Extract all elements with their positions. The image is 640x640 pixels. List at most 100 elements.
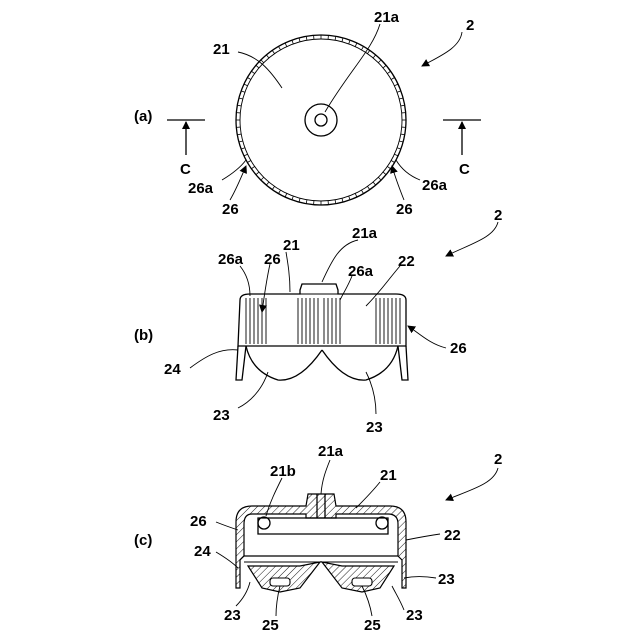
knurl-tick: [299, 198, 300, 202]
ref-b-22: 22: [398, 253, 415, 270]
ref-26a-right: 26a: [422, 177, 448, 194]
knurl-tick: [239, 141, 243, 142]
leader-c-23-right: [392, 586, 404, 610]
skirt-left: [236, 346, 246, 380]
ref-c-24: 24: [194, 543, 211, 560]
figure-c: (c) 2 21a 21b 21 26: [134, 443, 502, 634]
knurl-tick: [391, 161, 394, 163]
knurl-tick: [306, 36, 307, 40]
inner-plate: [258, 518, 388, 534]
knurl-tick: [397, 91, 401, 92]
knurl-tick: [362, 190, 364, 193]
knurl-tick: [279, 190, 281, 193]
cap-inner-ring: [240, 39, 402, 201]
leader-c-21a: [321, 460, 330, 494]
knurl-tick: [387, 71, 390, 73]
knurl-tick: [397, 148, 401, 149]
knurl-tick: [241, 148, 245, 149]
leader-b-21: [286, 252, 290, 292]
hole-outer: [305, 104, 337, 136]
knurl-tick: [399, 141, 403, 142]
ref-b-23-left: 23: [213, 407, 230, 424]
ref-b-21a: 21a: [352, 225, 378, 242]
panel-label-a: (a): [134, 108, 152, 125]
knurl-tick: [394, 154, 398, 156]
leader-b-26-right: [408, 326, 446, 348]
ref-b-24: 24: [164, 361, 181, 378]
leg-right: [322, 346, 398, 380]
knurl-tick: [292, 196, 293, 200]
knurl-tick: [272, 50, 274, 53]
knurl-tick: [266, 55, 269, 58]
ref-c-21b: 21b: [270, 463, 296, 480]
knurl-tick: [349, 40, 350, 44]
knurl-tick: [383, 172, 386, 175]
knurl-tick: [285, 43, 287, 47]
knurl-tick: [247, 78, 250, 80]
leader-b-24: [190, 350, 238, 368]
slot-left: [270, 578, 290, 586]
ref-c-23-right: 23: [406, 607, 423, 624]
ref-21: 21: [213, 41, 230, 58]
ref-c-25-right: 25: [364, 617, 381, 634]
leader-21a: [325, 24, 380, 112]
figure-b: (b) 2 21 21a 26a 26 26a 22 26 24 23 23: [134, 207, 502, 436]
knurl-tick: [299, 38, 300, 42]
knurl-tick: [355, 193, 357, 197]
knurl-tick: [401, 134, 405, 135]
ref-c-26: 26: [190, 513, 207, 530]
section-leg-right: [322, 562, 394, 592]
knurl-tick: [373, 55, 376, 58]
knurl-tick: [261, 60, 264, 63]
ref-26-right: 26: [396, 201, 413, 218]
knurl-tick: [292, 40, 293, 44]
ref-b-26-right: 26: [450, 340, 467, 357]
leader-c-26: [216, 522, 238, 530]
knurl-tick: [251, 71, 254, 73]
leader-26a-right: [396, 160, 420, 180]
knurl-tick: [373, 182, 376, 185]
ref-c-25-left: 25: [262, 617, 279, 634]
hole-inner: [315, 114, 327, 126]
knurl-tick: [237, 105, 241, 106]
section-label-left: C: [180, 161, 191, 178]
knurl-tick: [362, 46, 364, 49]
ref-c-23-left: 23: [224, 607, 241, 624]
knurl-tick: [261, 177, 264, 180]
knurl-tick: [335, 200, 336, 204]
knurl-tick: [355, 43, 357, 47]
leader-c-24: [216, 552, 238, 568]
inner-hook-right: [376, 517, 388, 529]
knurl-tick: [241, 91, 245, 92]
knurl-tick: [342, 38, 343, 42]
knurl-tick: [279, 46, 281, 49]
ref-26a-left: 26a: [188, 180, 214, 197]
side-ribs: [246, 298, 400, 344]
knurl-tick: [266, 182, 269, 185]
knurl-tick: [239, 98, 243, 99]
leader-26-right: [392, 166, 404, 200]
knurl-tick: [342, 198, 343, 202]
ref-b-26a-mid: 26a: [348, 263, 374, 280]
leader-b-26a-left: [240, 266, 250, 296]
knurl-tick: [335, 36, 336, 40]
section-leg-left: [248, 562, 320, 592]
knurl-tick: [399, 98, 403, 99]
ref-c-2: 2: [494, 451, 502, 468]
knurl-tick: [367, 50, 369, 53]
ref-c-22: 22: [444, 527, 461, 544]
leader-b-2: [446, 222, 498, 256]
ref-26-left: 26: [222, 201, 239, 218]
ref-c-21a: 21a: [318, 443, 344, 460]
panel-label-b: (b): [134, 327, 153, 344]
knurl-tick: [349, 196, 350, 200]
ref-21a: 21a: [374, 9, 400, 26]
knurl-tick: [272, 186, 274, 189]
cap-top-outline: [238, 284, 406, 346]
knurl-tick: [378, 177, 381, 180]
leader-c-22: [406, 534, 440, 540]
slot-right: [352, 578, 372, 586]
knurl-ticks: [236, 35, 406, 205]
ref-c-21: 21: [380, 467, 397, 484]
ref-b-26a-left: 26a: [218, 251, 244, 268]
